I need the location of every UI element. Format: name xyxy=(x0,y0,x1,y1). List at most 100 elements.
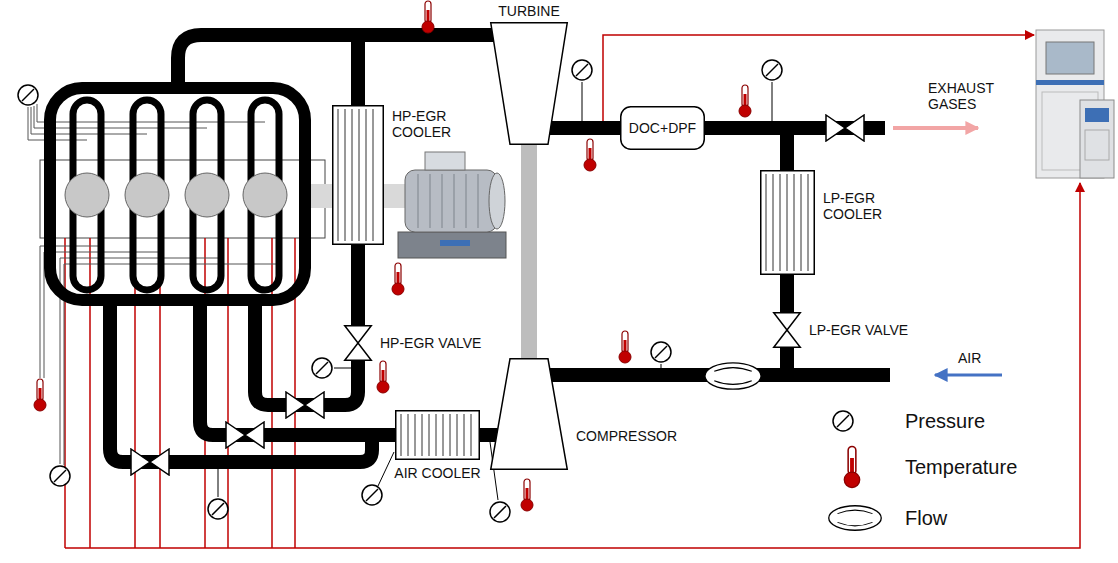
sensor-lead xyxy=(28,104,278,465)
cooler-fin xyxy=(422,414,423,456)
cooler-fin xyxy=(464,414,465,456)
cooler-fin xyxy=(415,414,416,456)
cylinder-piston xyxy=(125,173,169,217)
dynamometer xyxy=(417,174,419,228)
cooler-fin xyxy=(373,109,374,241)
legend-symbol xyxy=(844,446,859,487)
temperature-sensor xyxy=(521,479,533,511)
air-cooler-outline xyxy=(396,411,480,460)
dynamometer xyxy=(465,174,467,228)
aftertreatment-box: DOC+DPF xyxy=(620,106,705,150)
gas-pipe xyxy=(178,35,497,88)
temperature-sensor xyxy=(422,1,434,33)
cooler-fin xyxy=(801,174,802,271)
air-cooler-outline xyxy=(395,410,480,460)
dynamometer xyxy=(425,152,465,170)
gas-pipe xyxy=(351,245,365,325)
temperature-sensor xyxy=(34,379,46,411)
valve-symbol xyxy=(226,422,264,448)
legend-symbol xyxy=(829,506,882,531)
cooler-fin xyxy=(794,174,795,271)
cooler-fin xyxy=(780,174,781,271)
label-block: HP-EGR VALVE xyxy=(380,335,481,351)
component-label: AIR COOLER xyxy=(394,465,480,481)
egr-cooler-outline xyxy=(760,170,815,275)
component-label: DOC+DPF xyxy=(629,120,696,136)
pressure-sensor xyxy=(490,502,510,522)
egr-valve-outline xyxy=(345,343,372,360)
component-label: LP-EGR VALVE xyxy=(809,322,908,338)
egr-valve-outline xyxy=(773,312,801,348)
engine-manifold xyxy=(50,88,305,300)
egr-cooler: HP-EGR COOLER xyxy=(332,105,384,245)
legend-label: Temperature xyxy=(905,455,1017,479)
cooler-fin xyxy=(436,414,437,456)
cooler-fin xyxy=(787,174,788,271)
pressure-sensor xyxy=(50,466,70,486)
gas-analyzer xyxy=(1080,100,1114,178)
cooler-fin xyxy=(338,109,339,241)
pressure-sensor xyxy=(572,60,592,80)
egr-valve: LP-EGR VALVE xyxy=(773,312,801,348)
gas-pipe xyxy=(351,35,365,106)
pressure-sensor xyxy=(18,60,782,522)
legend-label: Pressure xyxy=(905,409,985,433)
egr-cooler: LP-EGR COOLER xyxy=(760,170,815,275)
legend-label: Flow xyxy=(905,506,947,530)
cooler-fin xyxy=(773,174,774,271)
sensor-leader xyxy=(772,82,773,121)
label-block: LP-EGR COOLER xyxy=(823,190,895,222)
egr-cooler-outline xyxy=(332,105,384,245)
sensor-leader xyxy=(378,452,394,486)
temperature-sensor xyxy=(34,1,751,511)
gas-pipe xyxy=(255,300,358,405)
dynamometer xyxy=(453,174,455,228)
pressure-sensor xyxy=(651,342,671,362)
egr-valve-outline xyxy=(345,326,372,343)
turbine: TURBINE xyxy=(490,22,568,145)
signal-wire xyxy=(89,238,91,548)
cooler-fin xyxy=(471,414,472,456)
component-label: HP-EGR COOLER xyxy=(392,108,464,140)
component-label: LP-EGR COOLER xyxy=(823,190,895,222)
sensor-leader xyxy=(218,469,219,497)
cooler-fin xyxy=(401,414,402,456)
dynamometer xyxy=(398,232,506,258)
temperature-sensor xyxy=(377,361,389,393)
cooler-fin xyxy=(429,414,430,456)
flow-arrow xyxy=(893,128,1002,375)
dynamometer xyxy=(398,152,506,258)
label-block: COMPRESSOR xyxy=(576,428,677,444)
cooler-fin xyxy=(766,174,767,271)
flow-arrow xyxy=(893,126,978,130)
gas-analyzer xyxy=(1085,108,1109,122)
label-block: AIR COOLER xyxy=(394,465,480,481)
gas-pipe xyxy=(480,428,490,442)
engine-manifold xyxy=(50,88,305,300)
temperature-sensor xyxy=(619,331,631,363)
gas-pipe xyxy=(787,368,890,382)
gas-analyzer xyxy=(1046,42,1094,74)
component-label: TURBINE xyxy=(498,3,559,19)
legend-symbol xyxy=(833,411,853,431)
pressure-sensor xyxy=(312,358,332,378)
label-block: LP-EGR VALVE xyxy=(809,322,908,338)
temperature-sensor xyxy=(739,85,751,117)
component-label: COMPRESSOR xyxy=(576,428,677,444)
signal-wire xyxy=(65,35,1080,548)
sensor-leader xyxy=(661,364,662,368)
compressor-outline xyxy=(490,358,568,470)
pressure-sensor xyxy=(18,85,38,105)
signal-wire xyxy=(65,183,1080,548)
dynamometer xyxy=(440,240,470,246)
signal-wire xyxy=(227,238,229,548)
gas-pipe xyxy=(110,35,890,462)
dynamometer xyxy=(418,174,478,228)
compressor: COMPRESSOR xyxy=(490,358,568,470)
sensor-leader xyxy=(218,82,772,500)
dynamometer xyxy=(489,173,505,229)
dynamometer xyxy=(429,174,431,228)
valve-symbol xyxy=(826,115,864,141)
gas-pipe xyxy=(705,128,787,170)
